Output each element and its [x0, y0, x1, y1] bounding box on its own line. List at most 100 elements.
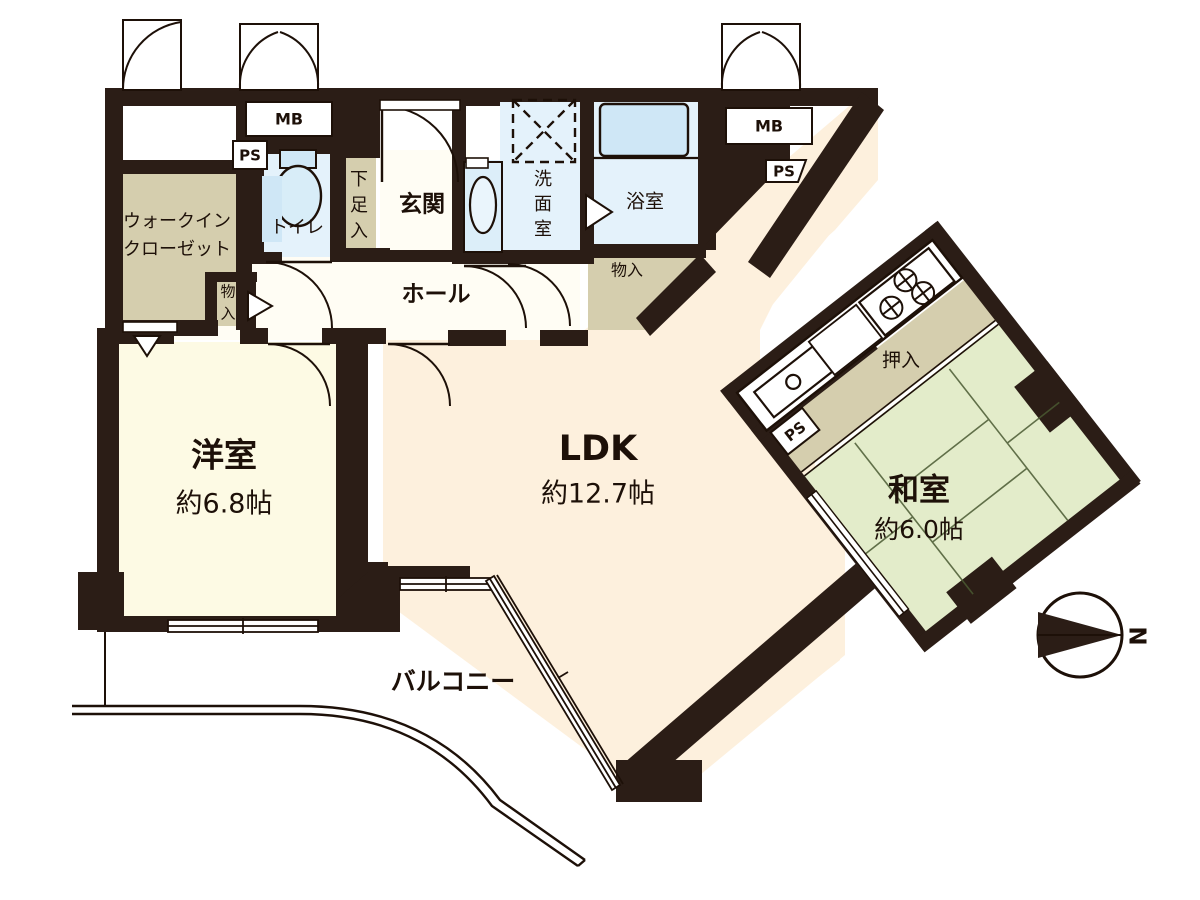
- label-ps-left: PS: [239, 147, 261, 165]
- mb-right-swing-b: [761, 31, 802, 89]
- label-washitsu: 和室: [888, 473, 950, 509]
- bath-tub-icon: [598, 102, 690, 158]
- western-room-window: [167, 618, 319, 634]
- monoire-b-door-swing: [507, 263, 571, 327]
- wall-monoire-a-left: [205, 272, 217, 336]
- mb-right-door-frame: [721, 23, 801, 91]
- door-swing-top-left: [121, 21, 182, 91]
- label-monoire-a2: 入: [220, 305, 235, 323]
- ps-left-box: [232, 140, 268, 170]
- ps-top-right-box: [765, 159, 808, 183]
- label-senmen-3: 室: [534, 219, 552, 240]
- wall-senmen-bottom: [452, 250, 594, 264]
- compass-rose: N: [1036, 591, 1150, 679]
- wall-western-ldk: [336, 336, 368, 578]
- wall-ldk-bottom-diagonal: [616, 560, 880, 794]
- wall-top-a: [105, 88, 235, 106]
- wic-outer-window: [122, 321, 178, 333]
- label-ldk: LDK: [559, 429, 639, 469]
- tatami-seams: [854, 368, 1069, 595]
- ps-mb-boxes: [232, 101, 821, 456]
- wall-hall-top-right: [330, 248, 390, 262]
- wall-toilet-top: [248, 140, 344, 154]
- mb-right-box: [725, 107, 813, 145]
- wall-genkan-bottom: [380, 250, 456, 262]
- label-washitsu-area: 約6.0帖: [874, 515, 964, 544]
- label-yoshitsu-area: 約6.8帖: [176, 489, 273, 520]
- label-senmen-2: 面: [534, 194, 552, 215]
- wall-hall-bottom-b: [240, 328, 268, 344]
- wall-diagonal-upper-right: [748, 92, 884, 278]
- bath-door-arrow: [585, 193, 614, 231]
- label-getabako-1: 下: [350, 169, 368, 190]
- label-getabako-3: 入: [350, 221, 368, 242]
- toilet-door-swing: [265, 261, 333, 329]
- kitchen-counter-seg: [807, 303, 884, 377]
- label-wic-line2: クローゼット: [123, 239, 231, 260]
- wall-left-mid: [97, 328, 119, 576]
- label-mb-left: MB: [275, 110, 303, 129]
- wall-washitsu-top: [720, 222, 945, 402]
- getabako-floor: [342, 155, 376, 255]
- mb-left-box: [245, 101, 333, 137]
- wash-basin-faucet: [465, 157, 489, 169]
- oshiire-floor: [768, 279, 998, 474]
- label-genkan: 玄関: [399, 191, 445, 218]
- wall-monoire-a-top: [205, 272, 257, 282]
- washitsu-window: [805, 489, 910, 618]
- monoire-a-arrow: [247, 290, 274, 322]
- label-yoshitsu: 洋室: [191, 436, 257, 475]
- label-toilet: トイレ: [270, 217, 324, 238]
- wall-wic-top: [110, 160, 252, 174]
- wic-opening-arrow: [132, 335, 162, 358]
- genkan-door-frame: [379, 99, 461, 111]
- fusuma-rails: [800, 319, 999, 477]
- wall-hall-bottom-d: [448, 330, 506, 346]
- wall-washitsu-right-block: [1014, 361, 1083, 433]
- label-getabako-2: 足: [350, 195, 368, 216]
- balcony-rail-outer: [72, 704, 586, 861]
- wall-toilet-right: [330, 140, 344, 260]
- wall-hall-bottom-e: [540, 330, 588, 346]
- wall-monoire-b-diagonal: [636, 254, 716, 336]
- toilet-side-panel: [262, 176, 282, 242]
- label-hall: ホール: [402, 282, 471, 308]
- label-yokushitsu: 浴室: [626, 191, 664, 213]
- mb-left-swing-b: [279, 31, 320, 89]
- wall-bath-bottom: [588, 244, 706, 258]
- stove-burners: [879, 268, 936, 320]
- compass-north-label: N: [1124, 626, 1150, 645]
- balcony-rail-inner: [72, 712, 579, 867]
- wall-senmen-right: [580, 98, 594, 256]
- wall-washitsu-right: [925, 220, 1141, 491]
- balcony: [72, 632, 586, 867]
- ldk-window: [399, 576, 493, 592]
- mb-left-swing-a: [238, 31, 279, 89]
- fixtures: [262, 98, 1069, 618]
- doors-and-windows: [121, 19, 802, 792]
- label-balcony: バルコニー: [391, 667, 516, 696]
- washer-space-box: [511, 98, 577, 164]
- monoire-b-floor: [588, 250, 700, 330]
- label-ps-top-right: PS: [773, 163, 795, 181]
- ldk-balcony-sliding-door: [484, 574, 624, 792]
- label-monoire-a1: 物: [220, 283, 235, 301]
- balcony-end-cap: [577, 859, 586, 867]
- label-senmen-1: 洗: [534, 169, 552, 190]
- wall-senmen-basin-left: [452, 150, 464, 260]
- label-mb-right: MB: [755, 117, 783, 136]
- mb-right-swing-a: [720, 31, 761, 89]
- wall-washitsu-bottom-block: [946, 556, 1017, 624]
- label-ldk-area: 約12.7帖: [541, 479, 655, 510]
- mb-left-door-frame: [239, 23, 319, 91]
- wall-left-upper: [105, 88, 123, 328]
- wall-top-e: [500, 88, 700, 102]
- label-oshiire: 押入: [882, 350, 920, 372]
- wall-ldk-bottom-block: [616, 760, 702, 802]
- kitchen-drain-icon: [785, 373, 802, 390]
- wash-basin-bowl-icon: [468, 175, 498, 235]
- room-labels: ウォークイン クローゼット トイレ 下 足 入 玄関 洗 面 室 浴室 ホール …: [123, 110, 795, 697]
- western-room-floor: [110, 342, 340, 632]
